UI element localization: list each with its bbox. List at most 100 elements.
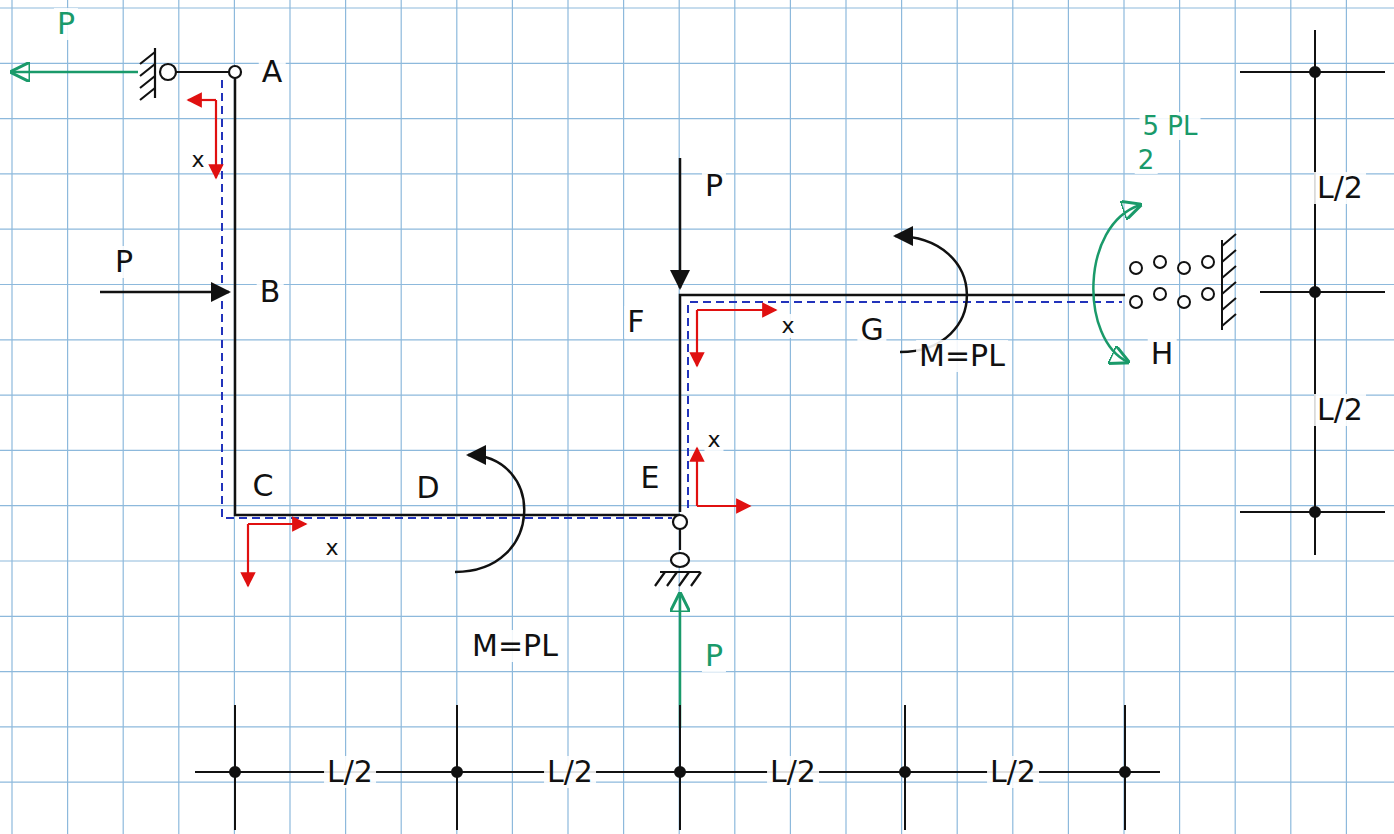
graph-paper-grid — [901, 0, 902, 834]
load-label: P — [702, 170, 726, 202]
graph-paper-grid — [0, 782, 1394, 783]
slider-support-h — [1202, 256, 1214, 268]
graph-paper-grid — [67, 0, 68, 834]
applied-loads — [455, 455, 524, 572]
graph-paper-grid — [289, 0, 290, 834]
roller-support-e — [655, 572, 701, 586]
reactions — [12, 72, 1140, 728]
local-axes — [697, 309, 776, 311]
dimension-label: L/2 — [767, 756, 819, 788]
point-label: C — [250, 470, 277, 502]
dashed-fibre — [222, 80, 1122, 518]
dashed-fibre — [222, 80, 672, 518]
local-axes — [248, 523, 306, 525]
axis-label: x — [322, 536, 341, 560]
applied-loads — [895, 236, 967, 352]
graph-paper-grid — [11, 0, 12, 834]
roller-support-e — [679, 529, 681, 550]
graph-paper-grid — [0, 671, 1394, 672]
reaction-moment-label: 5 PL — [1140, 112, 1201, 140]
dimension-label: L/2 — [324, 756, 376, 788]
graph-paper-grid — [623, 0, 624, 834]
beam-axis — [235, 78, 1125, 515]
dimension-label: L/2 — [987, 756, 1039, 788]
roller-support-e — [673, 515, 687, 529]
graph-paper-grid — [0, 284, 1394, 285]
slider-support-h — [1178, 262, 1190, 274]
graph-paper-grid — [0, 7, 1394, 8]
reaction-moment-label: 2 — [1135, 146, 1158, 174]
moment-label: M=PL — [916, 340, 1008, 372]
local-axes — [697, 505, 750, 507]
link-support-a — [140, 48, 241, 100]
point-label: G — [857, 314, 886, 346]
applied-loads — [679, 158, 682, 288]
graph-paper-grid — [0, 726, 1394, 727]
reactions — [12, 71, 138, 74]
graph-paper-grid — [0, 505, 1394, 506]
graph-paper-grid — [0, 616, 1394, 617]
applied-loads — [100, 291, 229, 294]
point-label: H — [1148, 338, 1177, 370]
graph-paper-grid — [1123, 0, 1124, 834]
roller-support-e — [655, 515, 701, 586]
reactions — [1093, 205, 1140, 362]
local-axes — [696, 448, 698, 506]
roller-support-e — [660, 571, 700, 573]
local-axes — [188, 100, 776, 586]
dimension-lines — [1310, 287, 1320, 297]
graph-paper-grid — [0, 63, 1394, 64]
local-axes — [188, 99, 216, 101]
link-support-a — [176, 71, 229, 73]
load-label: P — [112, 246, 136, 278]
axis-label: x — [778, 314, 797, 338]
slider-support-h — [1154, 288, 1166, 300]
moment-label: M=PL — [469, 630, 561, 662]
graph-paper-grid — [178, 0, 179, 834]
point-label: A — [259, 56, 286, 88]
graph-paper-grid — [123, 0, 124, 834]
beam-axis — [235, 78, 680, 515]
graph-paper-grid — [0, 395, 1394, 396]
slider-support-h — [1154, 256, 1166, 268]
dimension-lines — [195, 30, 1385, 830]
slider-support-h — [1178, 296, 1190, 308]
dashed-fibre — [688, 302, 1122, 508]
slider-support-h — [1130, 262, 1142, 274]
dimension-label: L/2 — [1314, 394, 1366, 426]
slider-support-h — [1222, 234, 1236, 326]
link-support-a — [229, 66, 241, 78]
dimension-lines — [675, 767, 685, 777]
graph-paper-grid — [1068, 0, 1069, 834]
graph-paper-grid — [957, 0, 958, 834]
graph-paper-grid — [512, 0, 513, 834]
point-label: F — [624, 306, 647, 338]
graph-paper-grid — [734, 0, 735, 834]
dimension-lines — [230, 767, 240, 777]
slider-support-h — [1130, 234, 1236, 330]
point-label: B — [257, 276, 284, 308]
beam-axis — [680, 295, 1125, 512]
reaction-label: P — [702, 640, 726, 672]
graph-paper-grid — [567, 0, 568, 834]
local-axes — [696, 310, 698, 366]
graph-paper-grid — [1012, 0, 1013, 834]
link-support-a — [154, 48, 156, 98]
point-label: E — [638, 462, 663, 494]
local-axes — [247, 524, 249, 586]
roller-support-e — [671, 553, 689, 567]
dimension-label: L/2 — [1314, 172, 1366, 204]
slider-support-h — [1130, 296, 1142, 308]
reaction-label: P — [54, 8, 78, 40]
axis-label: x — [188, 148, 207, 172]
graph-paper-grid — [401, 0, 402, 834]
graph-paper-grid — [456, 0, 457, 834]
link-support-a — [160, 64, 176, 80]
dimension-lines — [1310, 67, 1320, 77]
graph-paper-grid — [345, 0, 346, 834]
dimension-lines — [452, 767, 462, 777]
slider-support-h — [1221, 240, 1223, 330]
dimension-lines — [900, 767, 910, 777]
